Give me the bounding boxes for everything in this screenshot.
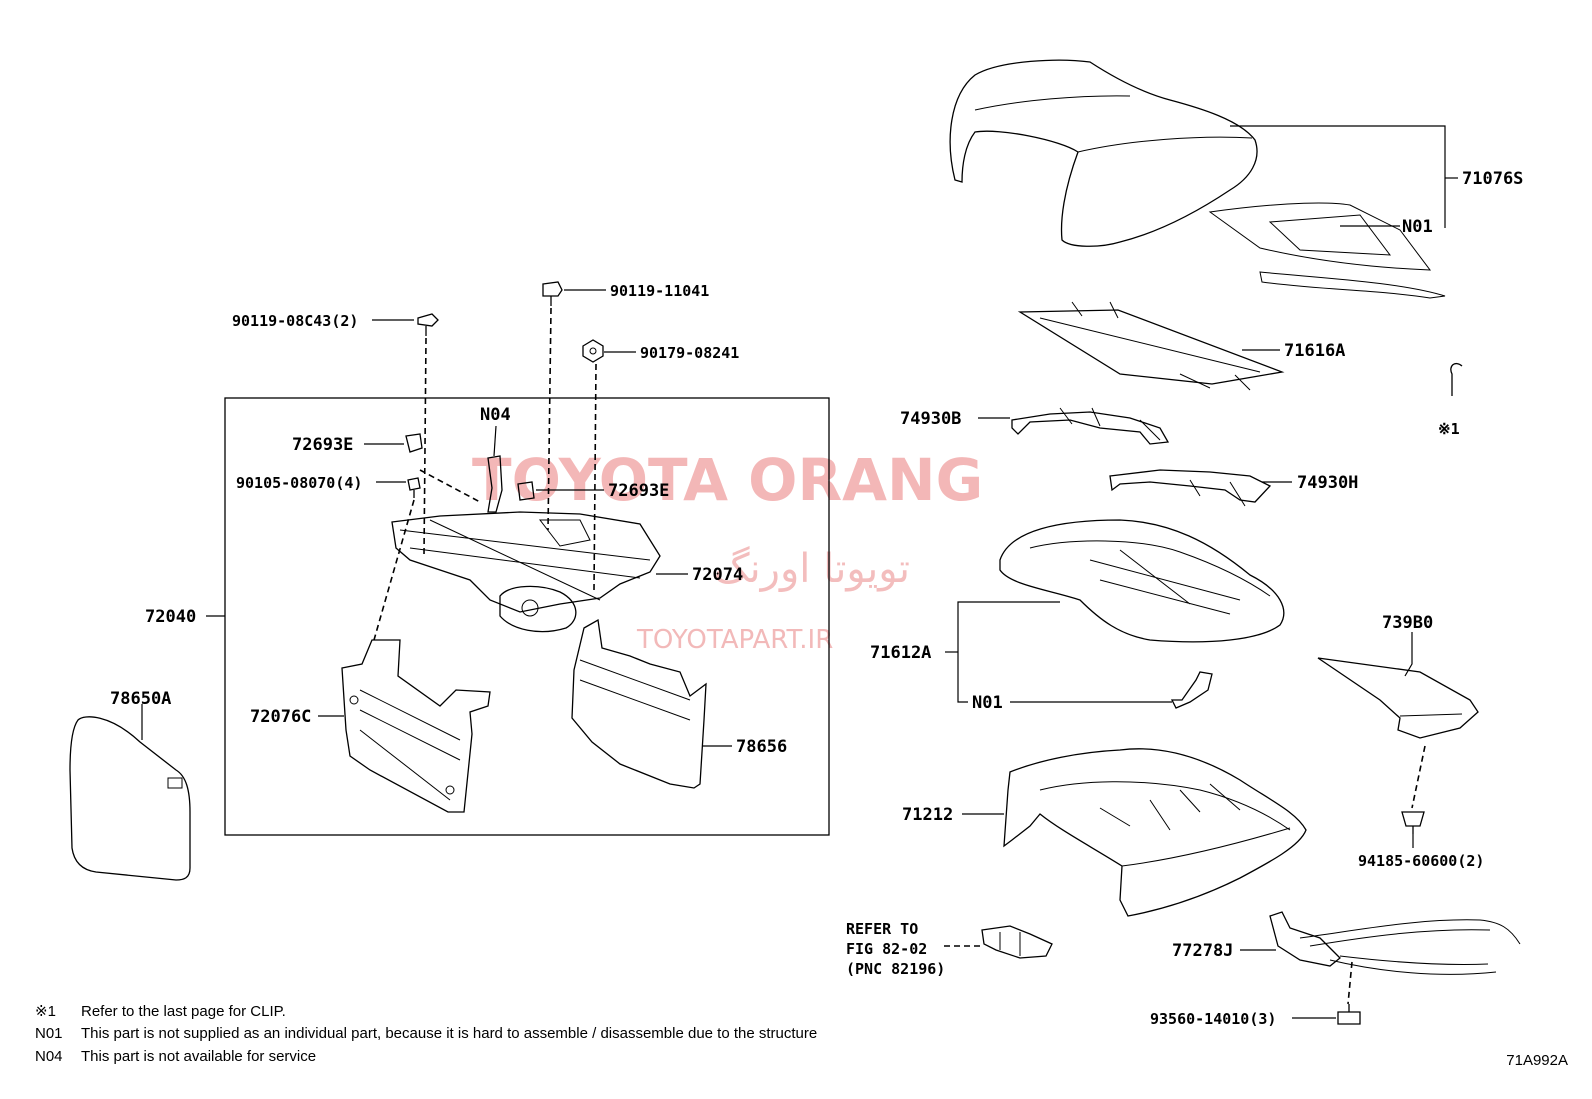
label-90105-08070: 90105-08070(4)	[236, 474, 362, 492]
label-71612A: 71612A	[870, 643, 931, 663]
wire-74930B-part[interactable]	[1011, 407, 1170, 445]
bolt-90119-11041-icon[interactable]	[542, 281, 563, 306]
label-739B0: 739B0	[1382, 613, 1433, 633]
cover-78656-part[interactable]	[571, 618, 707, 789]
seat-frame-71212-part[interactable]	[1003, 748, 1307, 917]
label-clip-mark: ※1	[1438, 420, 1460, 438]
bracket-72076C-part[interactable]	[341, 639, 491, 813]
bolt-90119-08C43-icon[interactable]	[417, 313, 439, 336]
cushion-shield-739B0-part[interactable]	[1317, 657, 1479, 739]
wire-74930H-part[interactable]	[1109, 469, 1272, 507]
footnote-key: N01	[35, 1025, 63, 1042]
footnote-key: ※1	[35, 1003, 56, 1020]
label-78656: 78656	[736, 737, 787, 757]
bolt-90105-icon[interactable]	[407, 477, 421, 498]
label-90179-08241: 90179-08241	[640, 344, 739, 362]
figure-code: 71A992A	[1506, 1052, 1568, 1069]
label-71212: 71212	[902, 805, 953, 825]
label-72074: 72074	[692, 565, 743, 585]
seat-cushion-cover-part[interactable]	[949, 59, 1446, 299]
footnote-n04: N04 This part is not available for servic…	[35, 1048, 316, 1065]
switch-assembly-part[interactable]	[981, 925, 1053, 959]
footnote-text: Refer to the last page for CLIP.	[81, 1003, 286, 1020]
cushion-78650A-part[interactable]	[69, 716, 191, 881]
footnote-clip: ※1 Refer to the last page for CLIP.	[35, 1002, 286, 1020]
cap-72693E-left-icon[interactable]	[405, 433, 423, 453]
label-94185: 94185-60600(2)	[1358, 852, 1484, 870]
label-90119-11041: 90119-11041	[610, 282, 709, 300]
clip-icon[interactable]	[1450, 362, 1463, 396]
label-77278J: 77278J	[1172, 941, 1233, 961]
footnote-key: N04	[35, 1048, 63, 1065]
watermark-brand: TOYOTA ORANG	[472, 446, 983, 514]
label-71076S: 71076S	[1462, 169, 1523, 189]
seat-cushion-pad-part[interactable]	[999, 519, 1285, 643]
footnote-n01: N01 This part is not supplied as an indiv…	[35, 1025, 817, 1042]
cushion-heater-sheet-part[interactable]	[1017, 301, 1285, 391]
label-n04: N04	[480, 405, 511, 425]
bracket-n04-part[interactable]	[487, 455, 503, 513]
label-72693E-right: 72693E	[608, 481, 669, 501]
label-72040: 72040	[145, 607, 196, 627]
label-n01-mid: N01	[972, 693, 1003, 713]
watermark-brand-farsi: تویوتا اورنگ	[714, 546, 910, 592]
cap-72693E-right-icon[interactable]	[517, 481, 535, 501]
n01-wire-part[interactable]	[1170, 671, 1213, 709]
label-93560: 93560-14010(3)	[1150, 1010, 1276, 1028]
wire-harness-77278J-part[interactable]	[1269, 911, 1521, 975]
label-78650A: 78650A	[110, 689, 171, 709]
label-72693E-left: 72693E	[292, 435, 353, 455]
refer-line-1: REFER TO	[846, 920, 918, 938]
nut-90179-icon[interactable]	[582, 339, 604, 363]
footnote-text: This part is not available for service	[81, 1048, 317, 1065]
label-71616A: 71616A	[1284, 341, 1345, 361]
refer-line-3: (PNC 82196)	[846, 960, 945, 978]
footnote-text: This part is not supplied as an individu…	[81, 1025, 818, 1042]
label-n01-top: N01	[1402, 217, 1433, 237]
watermark-url: TOYOTAPART.IR	[636, 625, 833, 655]
seat-adjuster-72074-part[interactable]	[391, 511, 661, 633]
label-90119-08C43: 90119-08C43(2)	[232, 312, 358, 330]
label-74930B: 74930B	[900, 409, 961, 429]
clip-94185-icon[interactable]	[1401, 811, 1425, 834]
label-74930H: 74930H	[1297, 473, 1358, 493]
refer-line-2: FIG 82-02	[846, 940, 927, 958]
bolt-93560-icon[interactable]	[1337, 1004, 1361, 1025]
label-72076C: 72076C	[250, 707, 311, 727]
